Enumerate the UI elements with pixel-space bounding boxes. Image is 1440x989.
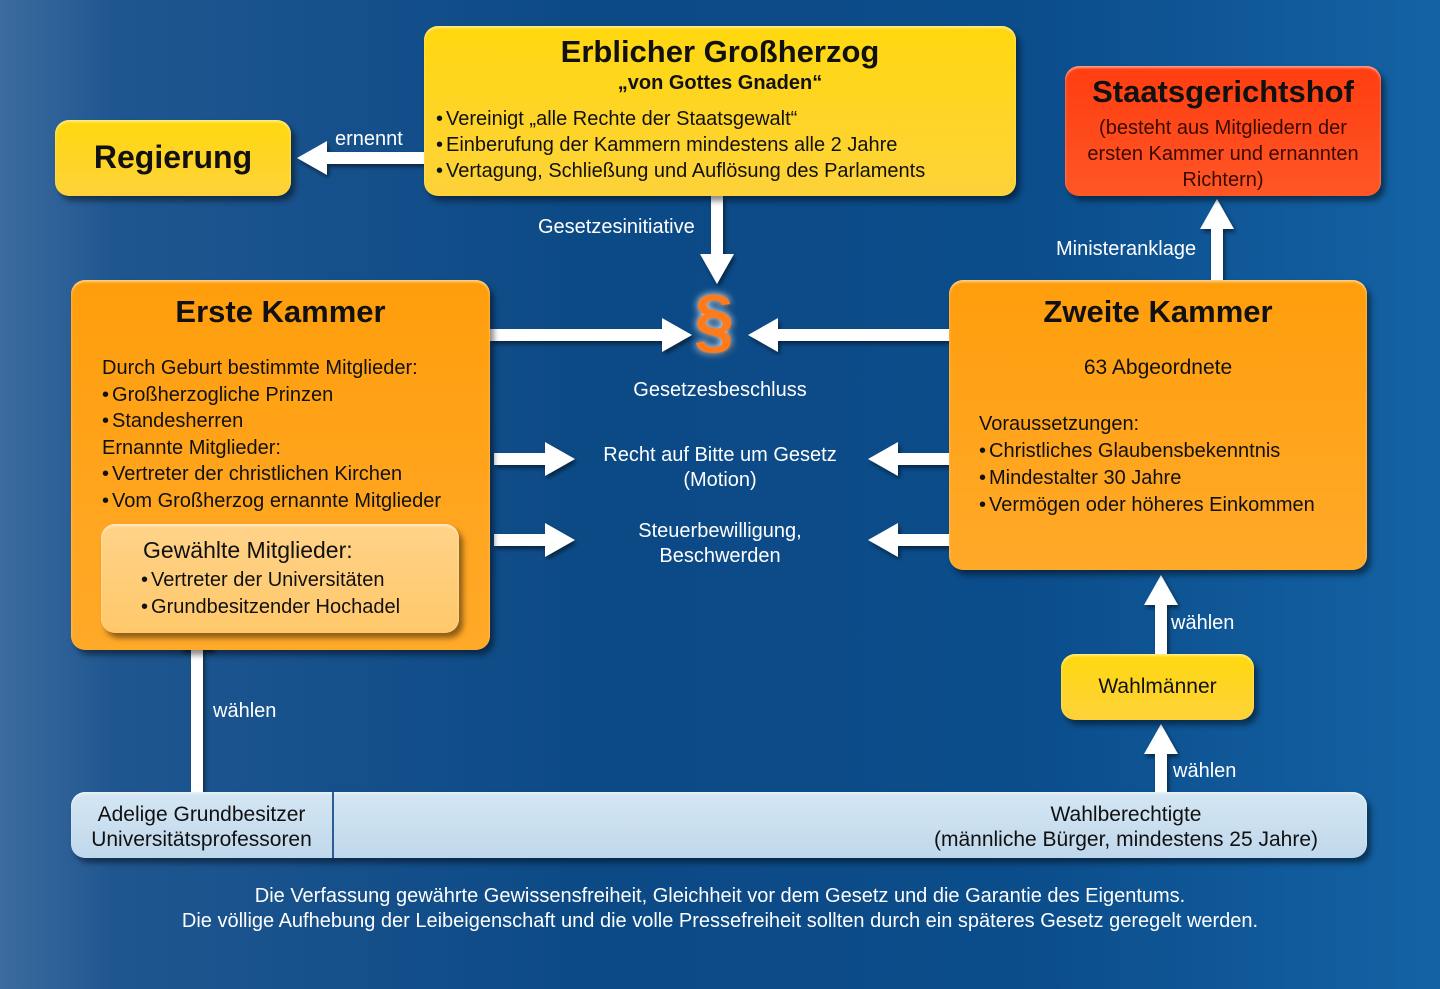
desc-line: (besteht aus Mitgliedern der xyxy=(1099,117,1347,139)
list-item: Christliches Glaubensbekenntnis xyxy=(979,438,1315,465)
list-item: Vereinigt „alle Rechte der Staatsgewalt“ xyxy=(436,106,925,132)
arrow-waehlen-zweite xyxy=(1144,575,1178,654)
list-item: Grundbesitzender Hochadel xyxy=(141,594,400,621)
label-waehlen-left: wählen xyxy=(213,700,277,722)
label-gesetzesinitiative: Gesetzesinitiative xyxy=(538,216,695,238)
staatsgerichtshof-desc: (besteht aus Mitgliedern der ersten Kamm… xyxy=(1065,115,1381,193)
label-gesetzesbeschluss: Gesetzesbeschluss xyxy=(633,379,807,401)
arrow-recht-erste xyxy=(494,442,575,476)
erste-kammer-members: Durch Geburt bestimmte Mitglieder: Großh… xyxy=(102,355,441,514)
label-ernennt: ernennt xyxy=(335,128,403,150)
zweite-kammer-title: Zweite Kammer xyxy=(1043,294,1273,329)
erste-kammer-title: Erste Kammer xyxy=(175,294,386,329)
list-item: Einberufung der Kammern mindestens alle … xyxy=(436,132,925,158)
waehler-left: Adelige Grundbesitzer Universitätsprofes… xyxy=(71,802,332,852)
ernannt-label: Ernannte Mitglieder: xyxy=(102,436,281,459)
divider xyxy=(332,792,334,858)
label-waehlen-zweite: wählen xyxy=(1171,612,1235,634)
vor-label: Voraussetzungen: xyxy=(979,413,1140,435)
staatsgerichtshof-box: Staatsgerichtshof (besteht aus Mitgliede… xyxy=(1065,66,1381,196)
list-item: Vertagung, Schließung und Auflösung des … xyxy=(436,158,925,184)
text-line: Universitätsprofessoren xyxy=(91,828,312,851)
list-item: Vermögen oder höheres Einkommen xyxy=(979,492,1315,519)
text-line: Wahlberechtigte xyxy=(1050,803,1202,826)
text-line: Beschwerden xyxy=(659,545,781,567)
grossherzog-title: Erblicher Großherzog xyxy=(560,34,880,69)
text-line: Steuerbewilligung, xyxy=(638,520,802,542)
paragraph-icon: § xyxy=(694,281,735,361)
desc-line: ersten Kammer und ernannten xyxy=(1087,143,1359,165)
list-item: Vertreter der Universitäten xyxy=(141,567,400,594)
staatsgerichtshof-title: Staatsgerichtshof xyxy=(1092,74,1354,109)
label-ministeranklage: Ministeranklage xyxy=(1056,238,1197,260)
arrow-recht-zweite xyxy=(868,442,949,476)
arrow-waehlen-left xyxy=(180,620,214,792)
wahlmaenner-title: Wahlmänner xyxy=(1098,675,1217,698)
desc-line: Richtern) xyxy=(1182,169,1264,191)
erste-kammer-box: Erste Kammer Durch Geburt bestimmte Mitg… xyxy=(71,280,490,650)
waehler-right: Wahlberechtigte (männliche Bürger, minde… xyxy=(921,802,1331,852)
footer-line: Die Verfassung gewährte Gewissensfreihei… xyxy=(254,885,1186,907)
text-line: (Motion) xyxy=(683,469,757,491)
grossherzog-list: Vereinigt „alle Rechte der Staatsgewalt“… xyxy=(436,106,925,184)
list-item: Großherzogliche Prinzen xyxy=(102,382,441,409)
label-recht-motion: Recht auf Bitte um Gesetz (Motion) xyxy=(560,443,880,493)
voraussetzungen: Voraussetzungen: Christliches Glaubensbe… xyxy=(979,411,1315,519)
list-item: Standesherren xyxy=(102,408,441,435)
arrow-ministeranklage xyxy=(1200,199,1234,280)
text-line: (männliche Bürger, mindestens 25 Jahre) xyxy=(933,828,1319,851)
regierung-box: Regierung xyxy=(55,120,291,196)
arrow-erste-to-paragraph xyxy=(490,318,692,352)
arrow-ernennt xyxy=(297,141,424,175)
arrow-zweite-to-paragraph xyxy=(748,318,949,352)
waehler-bar: Adelige Grundbesitzer Universitätsprofes… xyxy=(71,792,1367,858)
footer-text: Die Verfassung gewährte Gewissensfreihei… xyxy=(0,884,1440,934)
list-item: Vom Großherzog ernannte Mitglieder xyxy=(102,488,441,515)
zweite-kammer-box: Zweite Kammer 63 Abgeordnete Voraussetzu… xyxy=(949,280,1367,570)
abgeordnete-count: 63 Abgeordnete xyxy=(1083,356,1233,379)
list-item: Mindestalter 30 Jahre xyxy=(979,465,1315,492)
arrow-steuer-zweite xyxy=(868,523,949,557)
list-item: Vertreter der christlichen Kirchen xyxy=(102,461,441,488)
regierung-title: Regierung xyxy=(93,139,253,175)
geburt-label: Durch Geburt bestimmte Mitglieder: xyxy=(102,357,418,379)
arrow-gesetzesinitiative xyxy=(700,196,734,284)
label-waehlen-wahlmaenner: wählen xyxy=(1173,760,1237,782)
gewaehlte-mitglieder-box: Gewählte Mitglieder: Vertreter der Unive… xyxy=(101,524,459,633)
text-line: Recht auf Bitte um Gesetz xyxy=(603,444,837,466)
wahlmaenner-box: Wahlmänner xyxy=(1061,654,1254,720)
text-line: Adelige Grundbesitzer xyxy=(97,803,306,826)
footer-line: Die völlige Aufhebung der Leibeigenschaf… xyxy=(181,910,1259,932)
grossherzog-subtitle: „von Gottes Gnaden“ xyxy=(617,72,823,94)
arrow-steuer-erste xyxy=(494,523,575,557)
label-steuer: Steuerbewilligung, Beschwerden xyxy=(560,519,880,569)
arrow-waehlen-wahlmaenner xyxy=(1144,724,1178,792)
gewaehlt-label: Gewählte Mitglieder: xyxy=(143,537,353,563)
grossherzog-box: Erblicher Großherzog „von Gottes Gnaden“… xyxy=(424,26,1016,196)
